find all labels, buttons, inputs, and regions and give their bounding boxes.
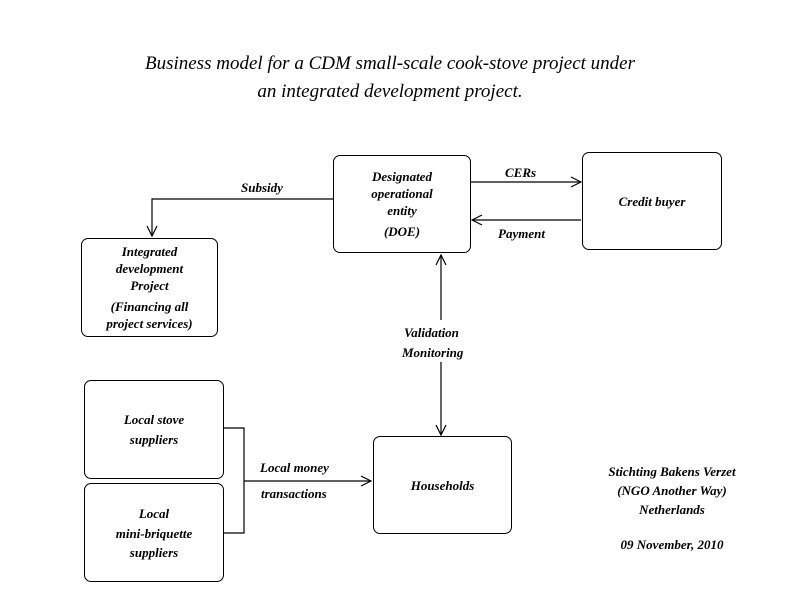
doe-box: Designated operational entity (DOE)	[333, 155, 471, 253]
payment-label: Payment	[498, 226, 545, 241]
idp-label-line-1: Integrated	[121, 244, 178, 259]
author-date: 09 November, 2010	[620, 537, 724, 552]
idp-label-line-5: project services)	[106, 316, 193, 331]
suppliers-bracket	[224, 427, 245, 534]
idp-label-line-2: development	[115, 261, 184, 276]
integrated-development-project-box: Integrated development Project (Financin…	[81, 238, 218, 337]
author-country: Netherlands	[639, 502, 705, 517]
credit-buyer-label: Credit buyer	[618, 193, 686, 209]
local-mini-briquette-suppliers-box: Local mini-briquette suppliers	[84, 483, 224, 582]
diagram-title: Business model for a CDM small-scale coo…	[60, 50, 720, 106]
subsidy-arrow	[152, 198, 333, 236]
idp-label-line-3: Project	[130, 278, 169, 293]
local-money-label: Local money	[260, 460, 329, 475]
stove-suppliers-label-line-1: Local stove	[123, 412, 185, 427]
author-note: Stichting Bakens Verzet (NGO Another Way…	[584, 462, 760, 554]
author-name: Stichting Bakens Verzet	[608, 464, 736, 479]
doe-label-line-1: Designated	[372, 169, 432, 184]
credit-buyer-box: Credit buyer	[582, 152, 722, 250]
transactions-label: transactions	[261, 486, 327, 501]
diagram-title-line-2: an integrated development project.	[257, 81, 523, 102]
cers-label: CERs	[505, 165, 537, 180]
author-organization: (NGO Another Way)	[617, 483, 727, 498]
stove-suppliers-label-line-2: suppliers	[129, 432, 179, 447]
briquette-suppliers-label-line-2: mini-briquette	[115, 525, 193, 541]
validation-label: Validation	[404, 325, 459, 340]
households-box: Households	[373, 436, 512, 534]
monitoring-label: Monitoring	[402, 345, 464, 360]
diagram-title-line-1: Business model for a CDM small-scale coo…	[144, 53, 636, 74]
doe-label-line-2: operational	[371, 186, 433, 201]
idp-label-line-4: (Financing all	[110, 299, 189, 314]
households-label: Households	[410, 477, 475, 493]
local-stove-suppliers-box: Local stove suppliers	[84, 380, 224, 479]
doe-label-line-4: (DOE)	[383, 224, 421, 239]
briquette-suppliers-label-line-1: Local	[138, 505, 170, 521]
subsidy-label: Subsidy	[241, 180, 283, 195]
doe-label-line-3: entity	[387, 203, 417, 218]
briquette-suppliers-label-line-3: suppliers	[129, 544, 179, 560]
